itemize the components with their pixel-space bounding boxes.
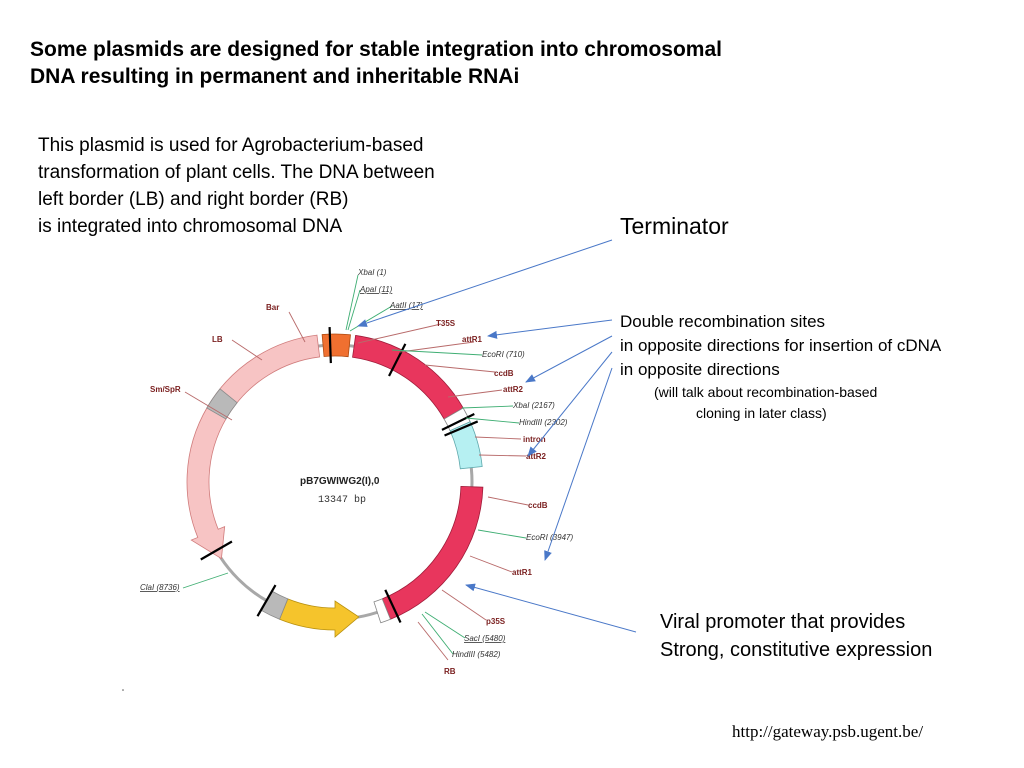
- recomb-arrow-attr1-bottom: [544, 367, 613, 561]
- recomb-line-2: in opposite directions for insertion of …: [620, 336, 942, 355]
- feature-label-bar: Bar: [266, 303, 279, 312]
- title-line-2: DNA resulting in permanent and inheritab…: [30, 65, 520, 88]
- intro-paragraph: This plasmid is used for Agrobacterium-b…: [38, 132, 558, 240]
- recomb-note-1: (will talk about recombination-based: [654, 384, 878, 400]
- yellow-promoter-arrow: [279, 598, 360, 638]
- slide-title: Some plasmids are designed for stable in…: [30, 36, 990, 90]
- site-label-ecori-710: EcoRI (710): [482, 350, 525, 359]
- plasmid-name: pB7GWIWG2(I),0: [300, 476, 380, 487]
- terminator-arrow: [357, 239, 613, 327]
- recomb-line-3: in opposite directions: [620, 360, 780, 379]
- white-gap-lower: [373, 598, 391, 624]
- cyan-intron-box: [449, 421, 483, 470]
- feature-label-rb: RB: [444, 667, 456, 676]
- tick-mark: [444, 420, 479, 437]
- tick-mark: [384, 589, 402, 623]
- site-label-apai: ApaI (11): [359, 285, 393, 294]
- pink-feature-arrow: [186, 334, 321, 560]
- intro-line-3: left border (LB) and right border (RB): [38, 189, 349, 210]
- feature-label-lb: LB: [212, 335, 223, 344]
- site-label-xbai-2167: XbaI (2167): [512, 401, 555, 410]
- site-leaders: [182, 274, 527, 655]
- title-line-1: Some plasmids are designed for stable in…: [30, 38, 722, 61]
- site-label-ecori-3947: EcoRI (3947): [526, 533, 573, 542]
- feature-label-p35s: p35S: [486, 617, 506, 626]
- recomb-note-2: cloning in later class): [696, 405, 827, 421]
- stray-dot: [122, 689, 124, 691]
- feature-label-smspr: Sm/SpR: [150, 385, 181, 394]
- tick-mark: [388, 343, 407, 377]
- feature-label-t35s: T35S: [436, 319, 456, 328]
- site-label-clai: ClaI (8736): [140, 583, 180, 592]
- tick-mark: [441, 413, 475, 431]
- feature-leaders: [184, 311, 529, 661]
- plasmid-size: 13347 bp: [318, 494, 366, 506]
- source-url-link[interactable]: http://gateway.psb.ugent.be/: [732, 722, 924, 741]
- recomb-arrow-attr2-bottom: [527, 351, 613, 457]
- site-label-aatii: AatII (17): [389, 301, 423, 310]
- feature-label-attr2-bottom: attR2: [526, 452, 547, 461]
- tick-mark: [200, 540, 233, 561]
- recomb-arrow-attr2-top: [525, 335, 613, 383]
- site-label-hindiii-5482: HindIII (5482): [452, 650, 501, 659]
- viral-line-1: Viral promoter that provides: [660, 611, 906, 633]
- feature-label-intron: intron: [523, 435, 546, 444]
- recomb-line-1: Double recombination sites: [620, 312, 826, 331]
- recomb-arrow-attr1-top: [487, 319, 613, 339]
- feature-label-attr1-top: attR1: [462, 335, 483, 344]
- red-feature-upper: [352, 334, 464, 420]
- feature-label-ccdb-bottom: ccdB: [528, 501, 548, 510]
- orange-feature-box: [321, 333, 351, 358]
- recombination-sites-note: Double recombination sites in opposite d…: [620, 310, 1020, 424]
- feature-label-ccdb-top: ccdB: [494, 369, 514, 378]
- terminator-label: Terminator: [620, 213, 729, 239]
- tick-mark: [328, 327, 332, 364]
- site-label-saci: SacI (5480): [464, 634, 506, 643]
- intro-line-1: This plasmid is used for Agrobacterium-b…: [38, 135, 424, 156]
- tick-mark: [256, 584, 277, 617]
- site-label-hindiii-2302: HindIII (2302): [519, 418, 568, 427]
- intro-line-4: is integrated into chromosomal DNA: [38, 216, 343, 237]
- intro-line-2: transformation of plant cells. The DNA b…: [38, 162, 435, 183]
- feature-label-attr1-bottom: attR1: [512, 568, 533, 577]
- viral-promoter-note: Viral promoter that provides Strong, con…: [660, 608, 1020, 664]
- viral-promoter-arrow: [465, 583, 637, 633]
- viral-line-2: Strong, constitutive expression: [660, 639, 933, 661]
- annotation-arrows: [357, 239, 637, 633]
- feature-label-attr2-top: attR2: [503, 385, 524, 394]
- gray-box-lb: [206, 388, 238, 420]
- site-label-xbai-1: XbaI (1): [357, 268, 387, 277]
- red-feature-lower: [381, 485, 484, 620]
